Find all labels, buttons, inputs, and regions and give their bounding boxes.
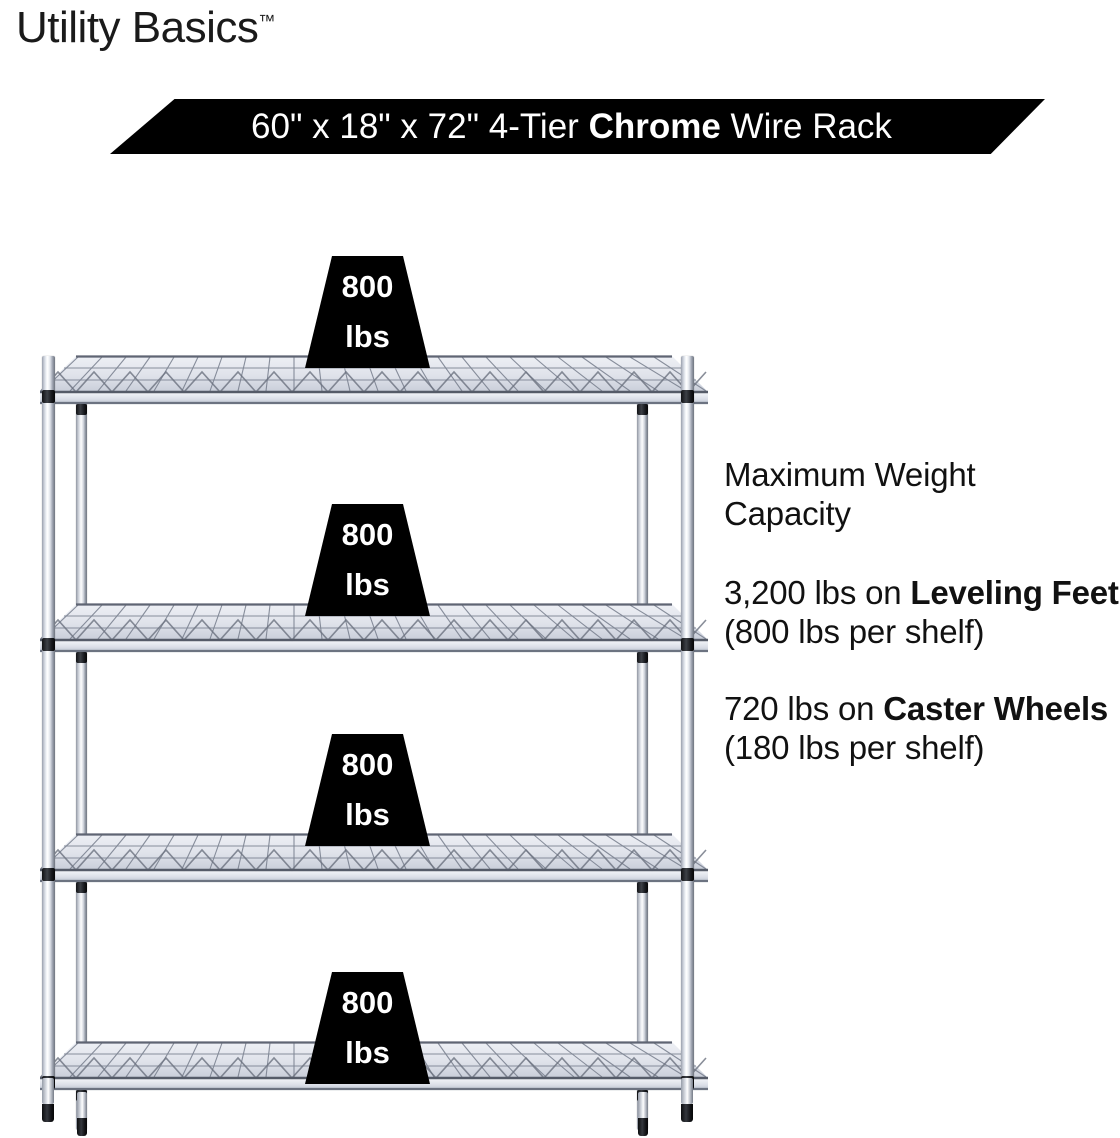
callout-trapezoid-shape (305, 504, 430, 616)
caster-wheels-tail: (180 lbs per shelf) (724, 729, 985, 767)
collar-front-left-1 (42, 390, 55, 403)
foot-rubber-tip (42, 1104, 54, 1122)
rear-left-post (76, 372, 87, 1130)
leveling-foot-rear-left (77, 1092, 87, 1136)
brand-logo: Utility Basics™ (16, 3, 276, 52)
capacity-heading-line1: Maximum Weight (724, 456, 976, 493)
rear-right-post (637, 372, 648, 1130)
collar-rear-left-2 (76, 652, 87, 663)
leveling-feet-tail: (800 lbs per shelf) (724, 612, 985, 650)
foot-rubber-tip (681, 1104, 693, 1122)
foot-stem (638, 1092, 648, 1118)
weight-callout-shelf-3: 800 lbs (305, 734, 430, 846)
collar-front-right-1 (681, 390, 694, 403)
caster-wheels-lead: 720 lbs on (724, 690, 884, 728)
collar-rear-right-3 (637, 882, 648, 893)
collar-front-left-2 (42, 638, 55, 651)
callout-trapezoid-shape (305, 972, 430, 1084)
weight-callout-shelf-2: 800 lbs (305, 504, 430, 616)
foot-rubber-tip (638, 1118, 648, 1136)
collar-rear-right-1 (637, 404, 648, 415)
banner-text-before: 60" x 18" x 72" 4-Tier (251, 107, 589, 146)
leveling-feet-capacity: 3,200 lbs on Leveling Feet (800 lbs per … (724, 573, 1120, 652)
collar-front-right-3 (681, 868, 694, 881)
shelf-deck-1 (40, 352, 708, 424)
leveling-feet-bold: Leveling Feet (910, 573, 1119, 611)
front-left-post (42, 356, 55, 1078)
wire-rack-product-image: 800 lbs 800 lbs 800 lbs 800 lbs (40, 256, 708, 1136)
shelf-deck-3 (40, 830, 708, 902)
foot-stem (681, 1078, 693, 1104)
caster-wheels-capacity: 720 lbs on Caster Wheels (180 lbs per sh… (724, 689, 1120, 768)
capacity-heading-line2: Capacity (724, 495, 851, 533)
banner-text-after: Wire Rack (720, 107, 892, 146)
foot-stem (77, 1092, 87, 1118)
foot-rubber-tip (77, 1118, 87, 1136)
leveling-feet-lead: 3,200 lbs on (724, 573, 911, 611)
collar-front-left-3 (42, 868, 55, 881)
banner-text-bold: Chrome (588, 107, 721, 146)
callout-trapezoid-shape (305, 256, 430, 368)
front-right-post (681, 356, 694, 1078)
leveling-foot-front-left (42, 1078, 54, 1122)
collar-front-right-2 (681, 638, 694, 651)
leveling-foot-rear-right (638, 1092, 648, 1136)
foot-stem (42, 1078, 54, 1104)
collar-rear-right-2 (637, 652, 648, 663)
title-banner: 60" x 18" x 72" 4-Tier Chrome Wire Rack (110, 99, 1045, 154)
title-banner-text: 60" x 18" x 72" 4-Tier Chrome Wire Rack (251, 109, 892, 144)
weight-callout-shelf-1: 800 lbs (305, 256, 430, 368)
caster-wheels-bold: Caster Wheels (883, 690, 1109, 728)
leveling-foot-front-right (681, 1078, 693, 1122)
collar-rear-left-3 (76, 882, 87, 893)
collar-rear-left-1 (76, 404, 87, 415)
trademark-symbol: ™ (258, 11, 276, 31)
shelf-deck-2 (40, 600, 708, 672)
callout-trapezoid-shape (305, 734, 430, 846)
brand-name: Utility Basics (16, 3, 259, 52)
weight-callout-shelf-4: 800 lbs (305, 972, 430, 1084)
